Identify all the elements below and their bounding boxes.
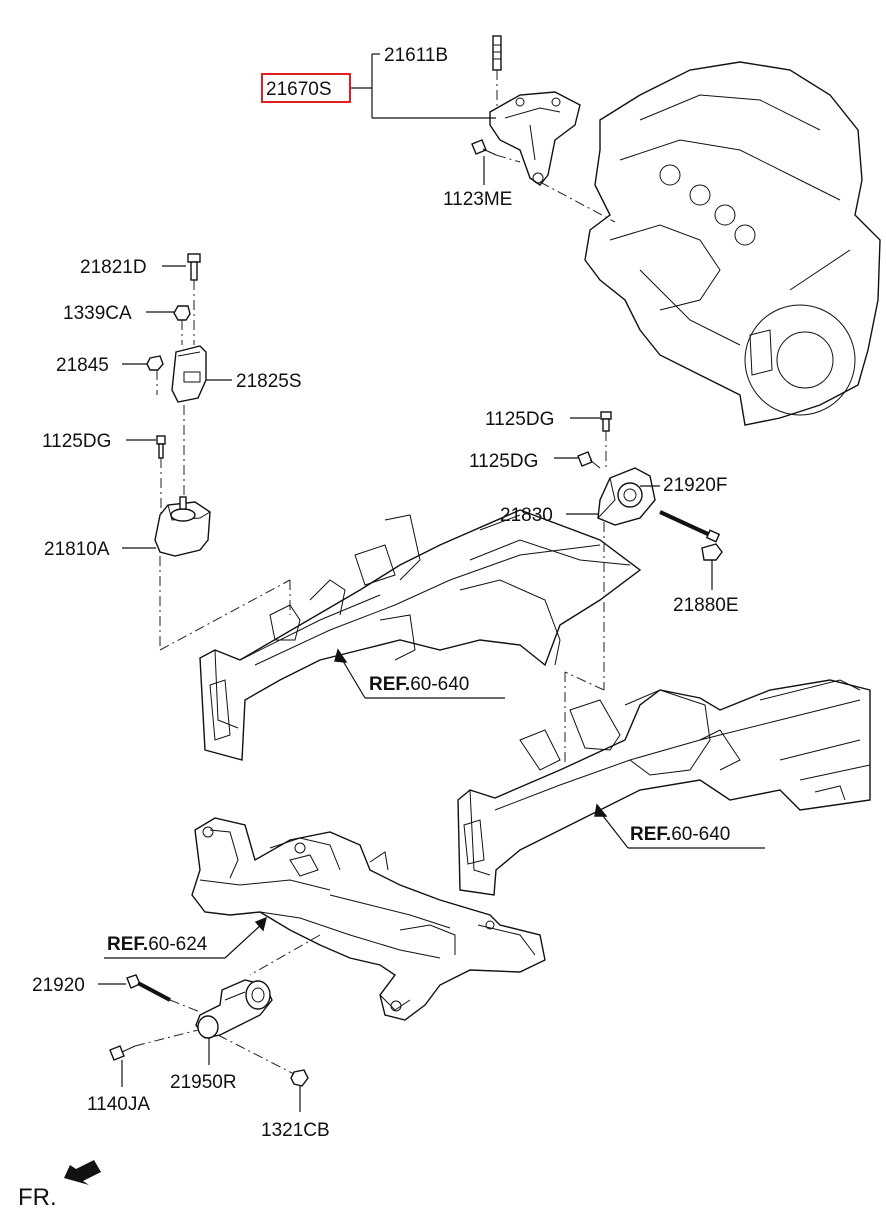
leader-subframe-to-rod [249, 934, 321, 976]
label-21845[interactable]: 21845 [56, 355, 109, 376]
ref1-link[interactable]: REF.60-640 [369, 674, 469, 695]
nut-21845[interactable] [146, 355, 164, 371]
engine-mount-bracket-21810A[interactable] [154, 496, 211, 557]
leader-21830-across [564, 671, 605, 691]
label-21821D[interactable]: 21821D [80, 257, 147, 278]
roll-rod-bracket-21950R[interactable] [195, 979, 273, 1039]
label-21950R[interactable]: 21950R [170, 1072, 237, 1093]
leader-bracket-to-engine [539, 181, 616, 223]
label-1123ME[interactable]: 1123ME [443, 189, 512, 210]
stud-bolt-21611B[interactable] [492, 35, 502, 108]
engine-block-illustration [584, 61, 881, 426]
bolt-1125DG-right-top[interactable] [600, 411, 612, 432]
ref3-arrowhead [254, 916, 268, 932]
ref3-link[interactable]: REF.60-624 [107, 934, 208, 955]
transaxle-bracket-21670S[interactable] [489, 91, 581, 186]
label-21830[interactable]: 21830 [500, 505, 553, 526]
bolt-21920[interactable] [126, 974, 171, 1002]
left-side-member [199, 509, 642, 761]
label-1339CA[interactable]: 1339CA [63, 303, 132, 324]
ref2-leader [599, 811, 629, 849]
right-side-member [457, 679, 871, 896]
bolt-1123ME[interactable] [471, 139, 521, 163]
bolt-21920F[interactable] [659, 510, 721, 543]
axis-21920 [169, 999, 201, 1013]
nut-1321CB[interactable] [290, 1069, 309, 1087]
nut-21880E[interactable] [701, 543, 723, 561]
label-21920[interactable]: 21920 [32, 975, 85, 996]
label-1125DG-right-top[interactable]: 1125DG [485, 409, 554, 430]
bolt-1140JA[interactable] [109, 1045, 136, 1061]
axis-1140JA [134, 1029, 199, 1047]
bolt-1125DG-right[interactable] [577, 451, 601, 469]
ref1-leader [339, 655, 366, 699]
label-21920F[interactable]: 21920F [663, 475, 727, 496]
label-21825S[interactable]: 21825S [236, 371, 302, 392]
bolt-1125DG-left[interactable] [156, 435, 166, 459]
leader-21810A-across [159, 579, 291, 651]
nut-1339CA[interactable] [173, 305, 191, 321]
front-direction-label: FR. [18, 1184, 57, 1211]
label-21880E[interactable]: 21880E [673, 595, 739, 616]
ref2-arrowhead [594, 803, 608, 817]
ref2-link[interactable]: REF.60-640 [630, 824, 730, 845]
label-1125DG-left[interactable]: 1125DG [42, 431, 111, 452]
label-1140JA[interactable]: 1140JA [87, 1094, 150, 1115]
front-direction-indicator: FR. [18, 1160, 101, 1211]
transmission-mount-21830[interactable] [597, 467, 656, 526]
label-21670S[interactable]: 21670S [266, 79, 332, 100]
label-21810A[interactable]: 21810A [44, 539, 110, 560]
axis-1321CB [217, 1034, 295, 1075]
bolt-21821D[interactable] [187, 253, 201, 281]
label-1125DG-right[interactable]: 1125DG [469, 451, 538, 472]
selected-part-highlight [261, 73, 351, 103]
front-subframe [191, 817, 546, 1021]
label-1321CB[interactable]: 1321CB [261, 1120, 330, 1141]
ref3-leader [224, 923, 263, 959]
front-arrow-icon [64, 1160, 101, 1185]
label-21611B[interactable]: 21611B [384, 45, 448, 66]
ref1-arrowhead [334, 648, 348, 663]
dynamic-damper-21825S[interactable] [171, 345, 207, 403]
